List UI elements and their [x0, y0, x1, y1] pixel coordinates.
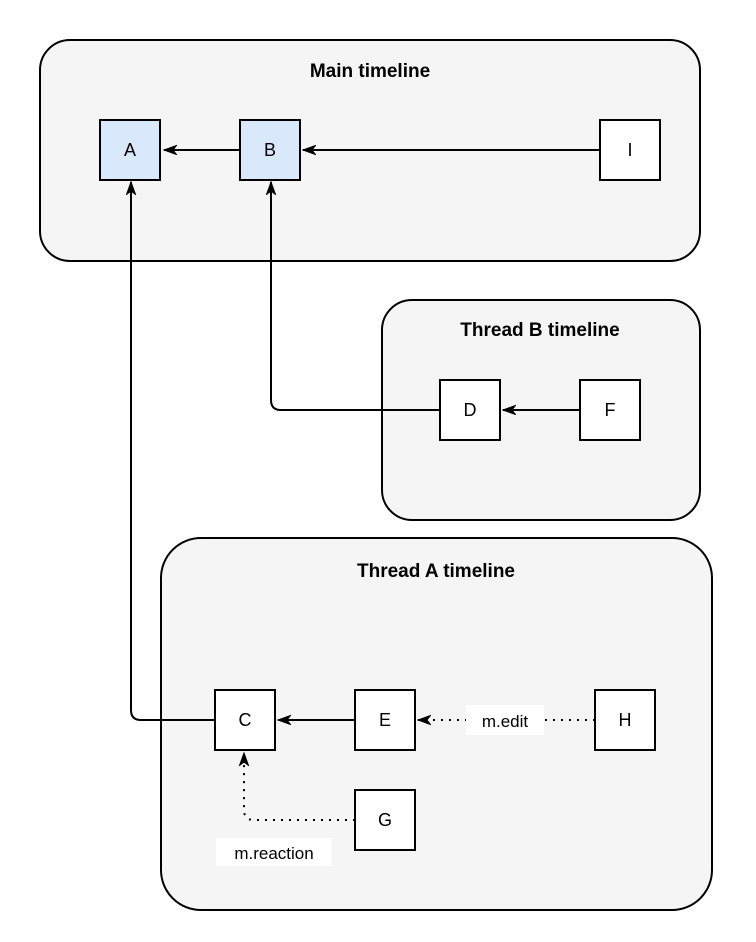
node-G-box [354, 789, 416, 851]
edge-label-m-edit: m.edit [466, 705, 544, 735]
node-B-label: B [264, 140, 276, 160]
edge-label-text-m-reaction: m.reaction [234, 844, 313, 863]
node-A-label: A [124, 140, 136, 160]
node-B-box [239, 119, 301, 181]
container-title-thread-a-timeline: Thread A timeline [357, 561, 515, 582]
node-G-label: G [378, 810, 392, 830]
node-F-label: F [605, 400, 616, 420]
node-C-label: C [239, 710, 252, 730]
container-thread-a-timeline-box [160, 537, 713, 911]
node-E: E [354, 689, 416, 751]
node-F-box [579, 379, 641, 441]
node-C: C [214, 689, 276, 751]
edge-label-bg-m-reaction [216, 838, 332, 866]
node-H-box [594, 689, 656, 751]
node-I-label: I [627, 140, 632, 160]
edge-C-to-A [131, 182, 215, 721]
node-D: D [439, 379, 501, 441]
node-I-box [599, 119, 661, 181]
container-title-main-timeline: Main timeline [310, 61, 430, 82]
edge-D-to-B [271, 182, 440, 411]
node-D-label: D [464, 400, 477, 420]
container-thread-a-timeline: Thread A timeline [160, 537, 713, 911]
edge-label-m-reaction: m.reaction [216, 838, 332, 866]
container-title-thread-b-timeline: Thread B timeline [460, 320, 619, 341]
edge-label-bg-m-edit [466, 705, 544, 735]
node-E-box [354, 689, 416, 751]
node-A: A [99, 119, 161, 181]
node-H: H [594, 689, 656, 751]
edge-label-text-m-edit: m.edit [482, 712, 529, 731]
node-C-box [214, 689, 276, 751]
node-A-box [99, 119, 161, 181]
node-D-box [439, 379, 501, 441]
node-F: F [579, 379, 641, 441]
node-E-label: E [379, 710, 391, 730]
node-H-label: H [619, 710, 632, 730]
node-G: G [354, 789, 416, 851]
node-I: I [599, 119, 661, 181]
node-B: B [239, 119, 301, 181]
